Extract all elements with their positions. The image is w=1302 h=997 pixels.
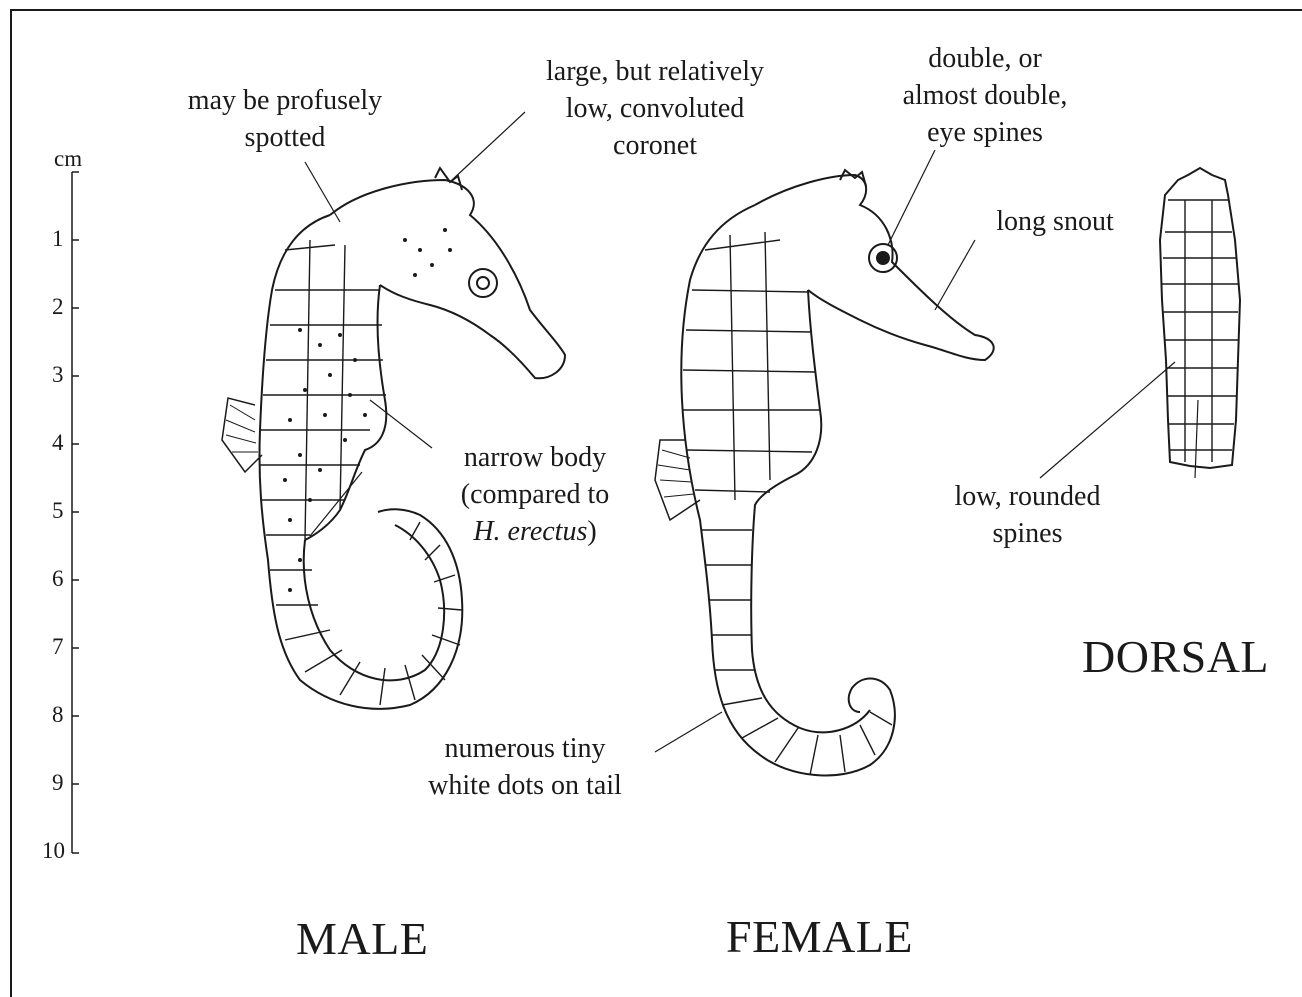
narrow-body-annotation: narrow body (compared to H. erectus)	[430, 439, 640, 550]
scale-tick-label: 4	[52, 430, 64, 456]
tail-dots-annotation: numerous tiny white dots on tail	[395, 730, 655, 804]
coronet-annotation: large, but relatively low, convoluted co…	[510, 53, 800, 164]
scale-tick-label: 5	[52, 498, 64, 524]
scale-tick-label: 1	[52, 226, 64, 252]
scale-tick-label: 3	[52, 362, 64, 388]
female-view-title: FEMALE	[726, 910, 913, 963]
scale-tick-label: 2	[52, 294, 64, 320]
scale-tick-label: 10	[42, 838, 65, 864]
scale-bar	[72, 172, 79, 853]
dorsal-spines-annotation: low, rounded spines	[925, 478, 1130, 552]
scale-tick-label: 7	[52, 634, 64, 660]
species-name: H. erectus	[473, 516, 587, 547]
scale-tick-label: 9	[52, 770, 64, 796]
female-seahorse-drawing	[655, 170, 994, 775]
spotted-annotation: may be profusely spotted	[160, 82, 410, 156]
dorsal-view-title: DORSAL	[1082, 630, 1269, 683]
eye-spines-annotation: double, or almost double, eye spines	[870, 40, 1100, 151]
snout-annotation: long snout	[970, 203, 1140, 240]
scale-unit-label: cm	[54, 146, 82, 172]
male-view-title: MALE	[296, 912, 428, 965]
scale-tick-label: 8	[52, 702, 64, 728]
dorsal-seahorse-drawing	[1160, 168, 1240, 468]
scale-tick-label: 6	[52, 566, 64, 592]
